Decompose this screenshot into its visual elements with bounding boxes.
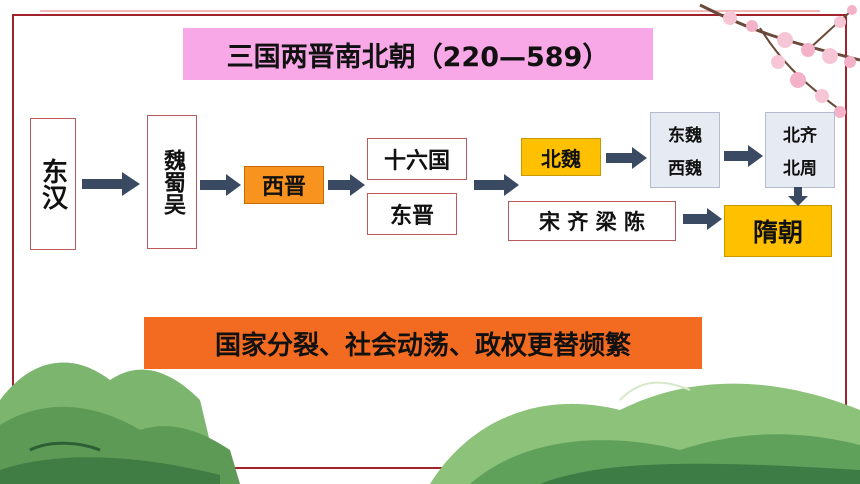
node-beiqi-beizhou: 北齐 北周 <box>765 112 835 188</box>
blossom-branch-illustration <box>699 3 860 118</box>
arrow-icon <box>474 174 519 196</box>
node-beiwei: 北魏 <box>521 138 601 176</box>
node-weishuwu-label: 魏蜀吴 <box>160 149 185 215</box>
summary-text: 国家分裂、社会动荡、政权更替频繁 <box>214 330 631 361</box>
node-donghan: 东汉 <box>30 118 76 250</box>
node-beizhou-label: 北周 <box>783 159 817 179</box>
arrow-icon <box>82 172 140 196</box>
node-donghan-label: 东汉 <box>37 158 68 210</box>
node-weishuwu: 魏蜀吴 <box>147 115 197 249</box>
node-xijin: 西晋 <box>244 166 324 204</box>
node-songqiliangchen-label: 宋 齐 梁 陈 <box>539 210 645 234</box>
title-banner: 三国两晋南北朝（220—589） <box>183 28 653 80</box>
arrow-icon <box>724 145 763 167</box>
landscape-hills-illustration <box>0 362 860 484</box>
top-decor-line <box>40 10 820 12</box>
node-suichao: 隋朝 <box>724 205 832 257</box>
arrow-icon <box>683 208 722 230</box>
node-beiqi-label: 北齐 <box>783 126 817 146</box>
summary-banner: 国家分裂、社会动荡、政权更替频繁 <box>144 317 702 369</box>
node-songqiliangchen: 宋 齐 梁 陈 <box>508 201 676 241</box>
node-suichao-label: 隋朝 <box>752 218 803 247</box>
arrow-down-icon <box>788 187 808 206</box>
node-xiwei-label: 西魏 <box>668 159 702 179</box>
node-dongwei-xiwei: 东魏 西魏 <box>650 112 720 188</box>
arrow-icon <box>200 174 241 196</box>
node-shiliuguo-label: 十六国 <box>383 149 450 174</box>
arrow-icon <box>328 174 365 196</box>
title-text: 三国两晋南北朝（220—589） <box>226 41 610 73</box>
node-xijin-label: 西晋 <box>261 175 306 200</box>
node-shiliuguo: 十六国 <box>367 138 467 180</box>
arrow-icon <box>606 147 647 169</box>
node-dongjin-label: 东晋 <box>389 204 434 229</box>
node-beiwei-label: 北魏 <box>541 146 581 171</box>
node-dongwei-label: 东魏 <box>668 126 702 146</box>
node-dongjin: 东晋 <box>367 193 457 235</box>
slide-frame <box>12 14 847 469</box>
